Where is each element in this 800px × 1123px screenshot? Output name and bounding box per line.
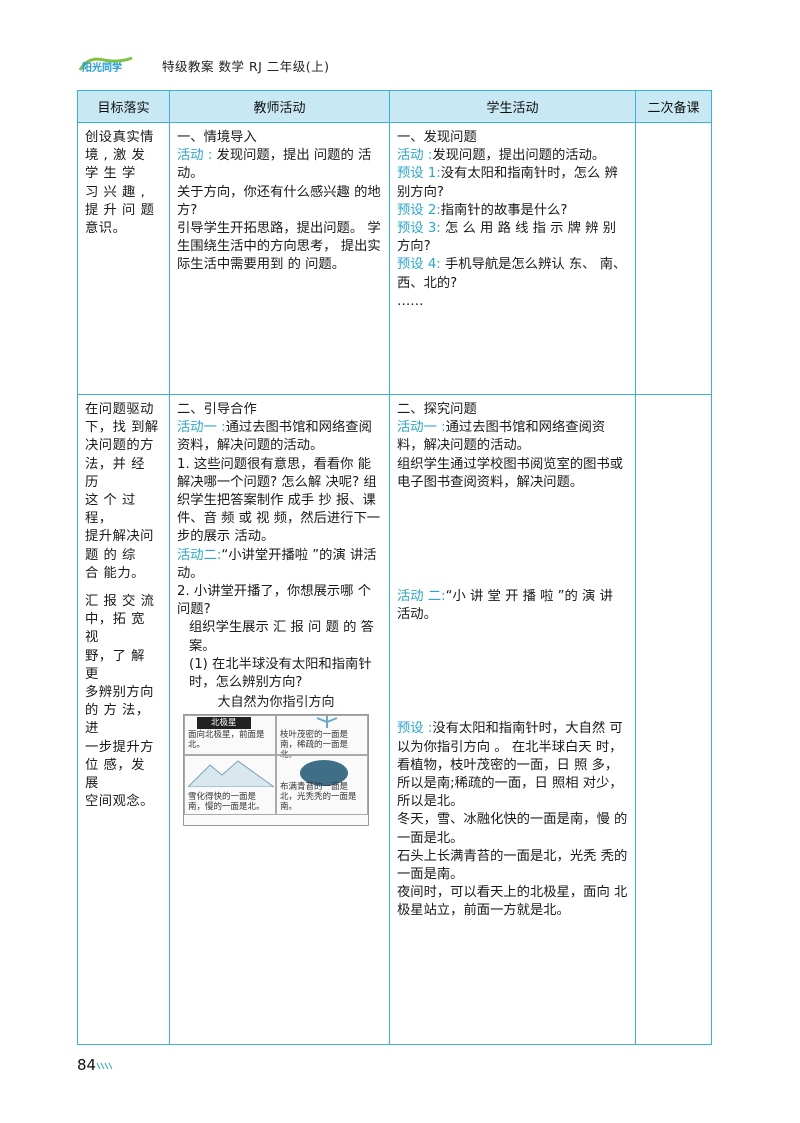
header-notes: 二次备课: [635, 90, 712, 123]
student-cell: 二、探究问题 活动一 :通过去图书馆和网络查阅资料，解决问题的活动。 组织学生通…: [389, 394, 636, 1045]
preset-label: 预设 1:: [397, 166, 441, 182]
figure-cell-mossy-rock: 布满青苔的一面是北，光秃秃的一面是南。: [276, 755, 368, 816]
section-heading: 二、探究问题: [397, 402, 477, 417]
activity-text: 发现问题，提出问题的活动。: [432, 148, 606, 164]
activity-text: 发现问题，提出 问题的 活动。: [177, 148, 372, 182]
activity-text: 通过去图书馆和网络查阅资料，解决问题的活动。: [397, 420, 606, 454]
preset-text: 怎 么 用 路 线 指 示 牌 辨 别 方向?: [397, 221, 617, 255]
brand-logo-icon: 阳光同学: [78, 56, 133, 74]
preset-text: 没有太阳和指南针时，大自然 可以为你指引方向 。 在北半球白天 时，看植物，枝叶…: [397, 721, 623, 810]
list-item: 1. 这些问题很有意思，看看你 能解决哪一个问题? 怎么解 决呢? 组织学生把答…: [177, 456, 381, 545]
rock-icon: [300, 760, 348, 787]
figure-caption: 雪化得快的一面是南，慢的一面是北。: [188, 792, 265, 813]
notes-cell: [635, 394, 712, 1045]
mountain-icon: [188, 760, 274, 788]
page-header: 阳光同学 特级教案 数学 RJ 二年级(上): [78, 50, 718, 80]
activity-text: “小讲堂开播啦 ”的演 讲活动。: [177, 547, 377, 581]
lesson-plan-table: 目标落实 教师活动 学生活动 二次备课 创设真实情 境 , 激 发 学 生 学 …: [77, 90, 712, 1045]
tree-icon: [316, 716, 338, 729]
paragraph: 组织学生通过学校图书阅览室的图书或电子图书查阅资料，解决问题。: [397, 456, 624, 490]
figure-cell-north-star: 北极星 面向北极星，前面是北。: [184, 715, 276, 756]
preset-label: 预设 4:: [397, 257, 441, 273]
preset-text: 手机导航是怎么辨认 东、 南、西、北的?: [397, 257, 627, 291]
header-teacher: 教师活动: [169, 90, 390, 123]
figure-grid: 北极星 面向北极星，前面是北。 枝叶茂密的一面是南，稀疏的一面是北。 雪化得快的…: [183, 714, 369, 827]
stripe-decoration-icon: [96, 1062, 112, 1070]
svg-text:阳光同学: 阳光同学: [82, 61, 122, 74]
activity-label: 活动一 :: [177, 420, 226, 436]
goal-cell: 创设真实情 境 , 激 发 学 生 学 习 兴 趣 , 提 升 问 题 意识。: [77, 122, 170, 395]
goal-text: 在问题驱动 下，找 到解 决问题的方 法，并 经 历 这 个 过 程， 提升解决…: [85, 402, 159, 581]
figure-cell-snow-mountain: 雪化得快的一面是南，慢的一面是北。: [184, 755, 276, 816]
section-heading: 二、引导合作: [177, 402, 257, 417]
preset-text: 没有太阳和指南针时，怎么 辨别方向?: [397, 166, 618, 200]
figure-title: 大自然为你指引方向: [217, 695, 335, 711]
paragraph: 关于方向，你还有什么感兴趣 的地方?: [177, 184, 381, 218]
section-heading: 一、发现问题: [397, 130, 477, 145]
header-student: 学生活动: [389, 90, 636, 123]
activity-text: “小 讲 堂 开 播 啦 ”的 演 讲 活动。: [397, 589, 613, 623]
table-row: 在问题驱动 下，找 到解 决问题的方 法，并 经 历 这 个 过 程， 提升解决…: [77, 394, 712, 1045]
preset-label: 预设 3:: [397, 221, 441, 237]
page-number: 84: [77, 1056, 97, 1074]
goal-text: 创设真实情 境 , 激 发 学 生 学 习 兴 趣 , 提 升 问 题 意识。: [85, 130, 155, 237]
ellipsis: ……: [397, 293, 424, 309]
figure-caption: 布满青苔的一面是北，光秃秃的一面是南。: [280, 782, 357, 813]
nature-direction-figure: 大自然为你指引方向 北极星 面向北极星，前面是北。 枝叶茂密的一面是南，稀疏的一…: [183, 694, 369, 827]
teacher-cell: 二、引导合作 活动一 :通过去图书馆和网络查阅资料，解决问题的活动。 1. 这些…: [169, 394, 390, 1045]
preset-label: 预设 :: [397, 721, 433, 737]
list-item: 2. 小讲堂开播了，你想展示哪 个问题?: [177, 584, 371, 618]
activity-label: 活动 :: [397, 148, 433, 164]
notes-cell: [635, 122, 712, 395]
header-goal: 目标落实: [77, 90, 170, 123]
table-header-row: 目标落实 教师活动 学生活动 二次备课: [77, 90, 712, 123]
activity-label: 活动 二:: [397, 589, 446, 605]
paragraph: 冬天，雪、冰融化快的一面是南，慢 的一面是北。: [397, 812, 628, 846]
preset-label: 预设 2:: [397, 202, 441, 218]
activity-label: 活动一 :: [397, 420, 446, 436]
activity-label: 活动二:: [177, 547, 222, 563]
paragraph: 夜间时，可以看天上的北极星，面向 北极星站立，前面一方就是北。: [397, 885, 628, 919]
book-title: 特级教案 数学 RJ 二年级(上): [162, 59, 330, 74]
activity-label: 活动 :: [177, 148, 213, 164]
student-cell: 一、发现问题 活动 :发现问题，提出问题的活动。 预设 1:没有太阳和指南针时，…: [389, 122, 636, 395]
figure-caption: 面向北极星，前面是北。: [188, 730, 265, 751]
section-heading: 一、情境导入: [177, 130, 257, 145]
paragraph: 石头上长满青苔的一面是北，光秃 秃的一面是南。: [397, 848, 628, 883]
north-star-label: 北极星: [197, 717, 251, 730]
preset-text: 指南针的故事是什么?: [440, 202, 568, 218]
figure-cell-tree: 枝叶茂密的一面是南，稀疏的一面是北。: [276, 715, 368, 760]
paragraph: 组织学生展示 汇 报 问 题 的 答案。: [189, 620, 374, 654]
goal-text: 汇 报 交 流 中，拓 宽 视 野，了 解 更 多辨别方向 的 方 法，进 一步…: [85, 594, 155, 810]
table-row: 创设真实情 境 , 激 发 学 生 学 习 兴 趣 , 提 升 问 题 意识。 …: [77, 122, 712, 395]
paragraph: (1) 在北半球没有太阳和指南针时，怎么辨别方向?: [189, 656, 372, 691]
activity-text: 通过去图书馆和网络查阅资料，解决问题的活动。: [177, 420, 372, 454]
paragraph: 引导学生开拓思路，提出问题。 学生围绕生活中的方向思考， 提出实际生活中需要用到…: [177, 221, 381, 273]
teacher-cell: 一、情境导入 活动 : 发现问题，提出 问题的 活动。 关于方向，你还有什么感兴…: [169, 122, 390, 395]
goal-cell: 在问题驱动 下，找 到解 决问题的方 法，并 经 历 这 个 过 程， 提升解决…: [77, 394, 170, 1045]
